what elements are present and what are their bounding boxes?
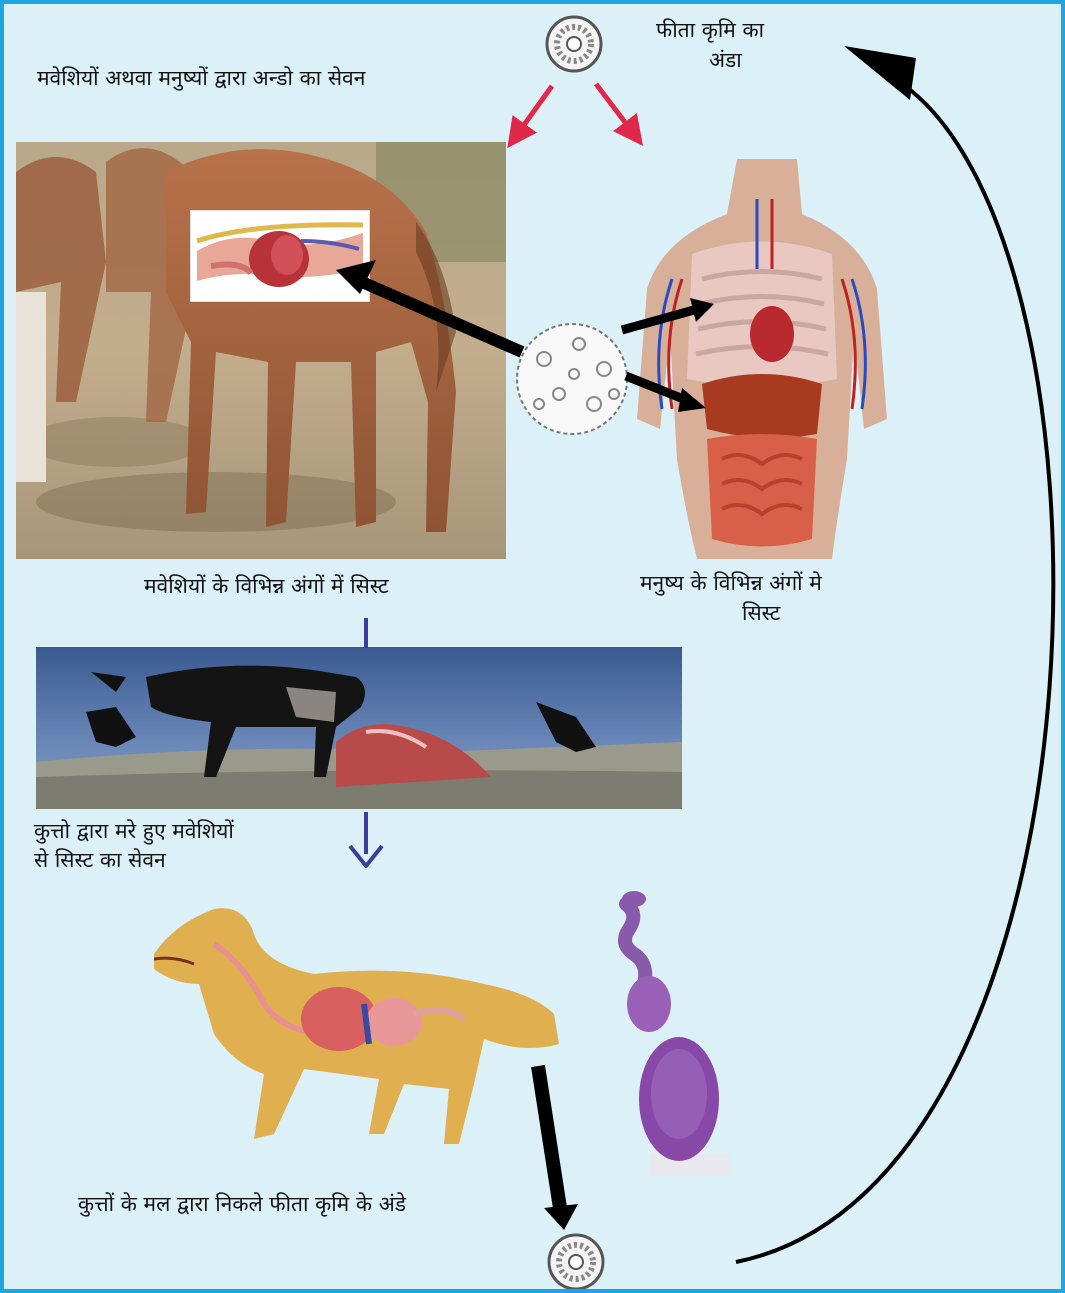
camel-photo xyxy=(16,142,506,559)
tapeworm-egg-bottom xyxy=(549,1235,603,1289)
label-human-cyst-line2: सिस्ट xyxy=(742,599,780,627)
label-dog-eating-line2: से सिस्ट का सेवन xyxy=(34,846,166,874)
camel-organ-inset xyxy=(190,210,370,302)
adult-tapeworm xyxy=(604,889,729,1184)
label-dog-eating-line1: कुत्तो द्वारा मरे हुए मवेशियों xyxy=(34,817,234,845)
hydatid-cyst xyxy=(517,324,627,434)
blue-arrow-to-dog xyxy=(350,812,382,866)
label-dog-feces: कुत्तों के मल द्वारा निकले फीता कृमि के … xyxy=(78,1190,406,1218)
red-arrow-to-human xyxy=(596,84,634,134)
label-egg-top-line1: फीता कृमि का xyxy=(656,16,764,44)
label-ingestion: मवेशियों अथवा मनुष्यों द्वारा अन्डो का स… xyxy=(37,64,365,92)
red-arrow-to-camel xyxy=(516,86,552,136)
label-egg-top-line2: अंडा xyxy=(709,46,742,74)
dog-anatomy xyxy=(154,904,559,1159)
dog-carcass-photo xyxy=(36,647,682,809)
human-anatomy xyxy=(632,159,892,559)
label-cattle-cyst: मवेशियों के विभिन्न अंगों में सिस्ट xyxy=(144,572,389,600)
label-human-cyst-line1: मनुष्य के विभिन्न अंगों मे xyxy=(640,569,822,597)
tapeworm-egg-top xyxy=(547,17,601,71)
